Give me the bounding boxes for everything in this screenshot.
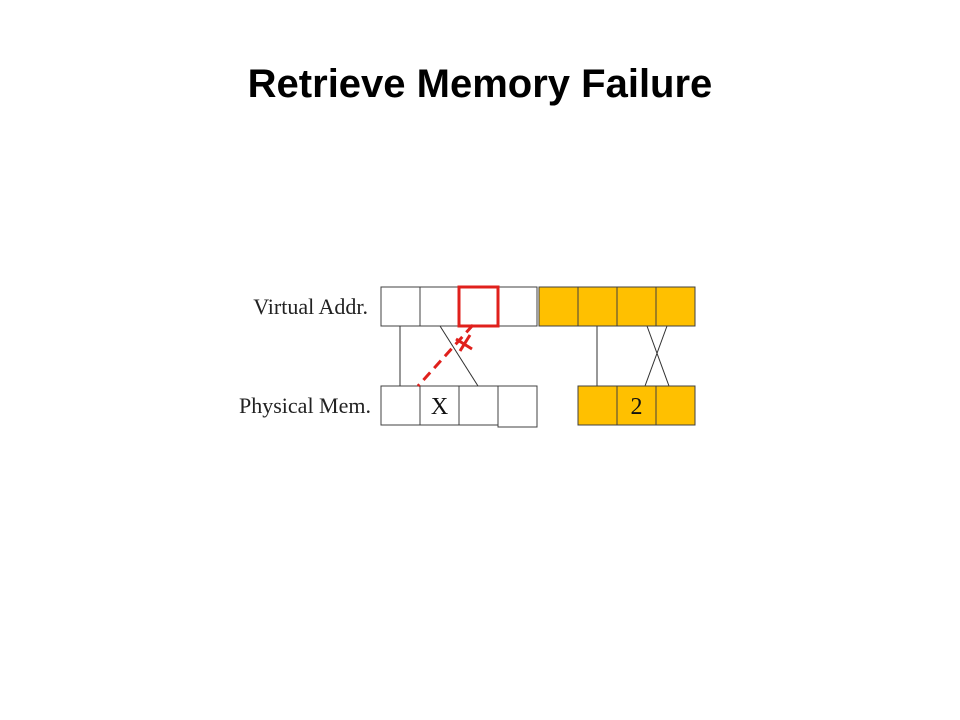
physical-cell <box>497 385 538 428</box>
physical-cell <box>419 385 460 426</box>
virtual-cell <box>538 286 579 327</box>
mapping-line <box>644 325 668 387</box>
physical-cell <box>458 385 499 426</box>
failed-virtual-cell <box>457 285 500 328</box>
physical-cell-label: 2 <box>631 394 643 420</box>
physical-cell <box>577 385 618 426</box>
virtual-cell <box>577 286 618 327</box>
virtual-cell <box>458 286 499 327</box>
virtual-address-row <box>380 285 696 328</box>
physical-cell <box>380 385 421 426</box>
failure-marks <box>416 323 475 388</box>
virtual-cell <box>616 286 657 327</box>
mapping-line <box>439 325 479 387</box>
mapping-lines <box>399 325 670 387</box>
physical-cell <box>616 385 657 426</box>
mapping-line <box>646 325 670 387</box>
virtual-cell <box>380 286 421 327</box>
virtual-address-label: Virtual Addr. <box>253 294 368 319</box>
slide-title: Retrieve Memory Failure <box>247 62 713 106</box>
physical-memory-label: Physical Mem. <box>239 393 371 418</box>
physical-cell-label: X <box>431 394 448 420</box>
virtual-cell <box>655 286 696 327</box>
virtual-cell <box>497 286 538 327</box>
virtual-cell <box>419 286 460 327</box>
physical-cell <box>655 385 696 426</box>
failure-x-mark <box>455 334 473 352</box>
failed-mapping-line <box>416 323 475 388</box>
